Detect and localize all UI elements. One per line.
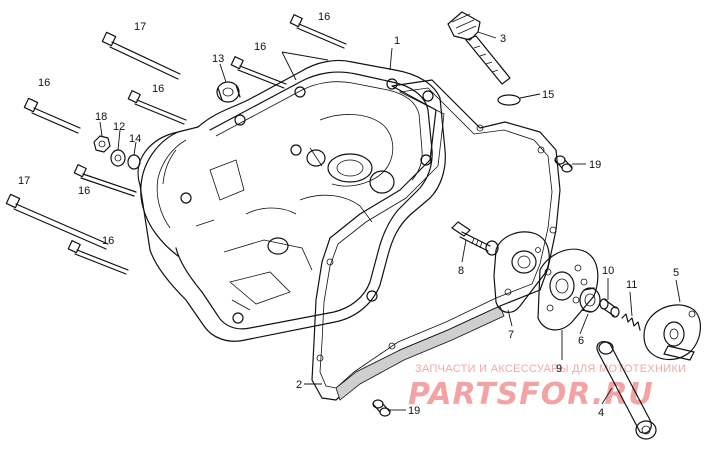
- callout-18: 18: [95, 111, 107, 123]
- callout-7: 7: [508, 329, 514, 341]
- callout-17-left: 17: [18, 175, 30, 187]
- callout-4: 4: [598, 407, 604, 419]
- callout-19-bottom: 19: [408, 405, 420, 417]
- dowel-pin-19-bottom: [372, 399, 391, 417]
- long-bolts: [5, 14, 347, 275]
- callout-14: 14: [129, 133, 141, 145]
- callout-12: 12: [113, 121, 125, 133]
- bolt-16-left: [23, 97, 81, 134]
- o-ring-15: [497, 94, 521, 106]
- oil-filler-cap: [447, 11, 511, 85]
- rotor-9: [537, 248, 599, 331]
- o-ring-14: [127, 154, 141, 170]
- callout-numbers: 1 2 3 4 5 6 7 8 9 10 11 12 13 14 15 16 1…: [18, 11, 679, 419]
- callout-16-bottom: 16: [102, 235, 114, 247]
- bolt-16-top: [289, 14, 347, 49]
- callout-1: 1: [394, 35, 400, 47]
- callout-10: 10: [602, 265, 614, 277]
- callout-19-top: 19: [589, 159, 601, 171]
- crankcase-cover: [137, 59, 446, 342]
- callout-8: 8: [458, 265, 464, 277]
- callout-13: 13: [212, 53, 224, 65]
- callout-6: 6: [578, 335, 584, 347]
- arm-4: [596, 340, 657, 440]
- bolt-16-mid-top: [230, 56, 287, 89]
- callout-9: 9: [556, 363, 562, 375]
- oil-seal-13: [216, 81, 241, 103]
- callout-11: 11: [626, 279, 637, 291]
- watermark-text: ЗАПЧАСТИ И АКСЕССУАРЫ ДЛЯ МОТОТЕХНИКИ: [415, 363, 686, 375]
- watermark: ЗАПЧАСТИ И АКСЕССУАРЫ ДЛЯ МОТОТЕХНИКИ PA…: [408, 363, 686, 412]
- callout-2: 2: [296, 379, 302, 391]
- dowel-pin-19-top: [554, 155, 573, 173]
- lever-5: [643, 304, 701, 361]
- callout-16-top: 16: [318, 11, 330, 23]
- bolt-17-left: [5, 193, 109, 250]
- collar-6: [579, 287, 601, 313]
- callout-16-left: 16: [38, 77, 50, 89]
- bolt-17-top: [101, 31, 181, 80]
- nut-18: [93, 135, 111, 153]
- callout-5: 5: [673, 267, 679, 279]
- bolt-16-bottom: [67, 240, 129, 275]
- callout-16-mid-top: 16: [254, 41, 266, 53]
- callout-3: 3: [500, 33, 506, 45]
- leader-lines: [99, 31, 681, 411]
- callout-16-center-left: 16: [152, 83, 164, 95]
- bolt-16-center-left: [127, 90, 187, 125]
- plate-7: [493, 231, 550, 313]
- shaft-8: [451, 221, 499, 256]
- bolt-16-lower-left: [73, 164, 137, 197]
- callout-16-lower-left: 16: [78, 185, 90, 197]
- pin-10: [599, 298, 620, 318]
- washer-12: [110, 149, 126, 167]
- cover-gasket: [311, 79, 561, 401]
- spring-11: [621, 313, 641, 331]
- watermark-logo: PARTSFOR.RU: [408, 377, 654, 412]
- callout-17-top: 17: [134, 21, 146, 33]
- callout-15: 15: [542, 89, 554, 101]
